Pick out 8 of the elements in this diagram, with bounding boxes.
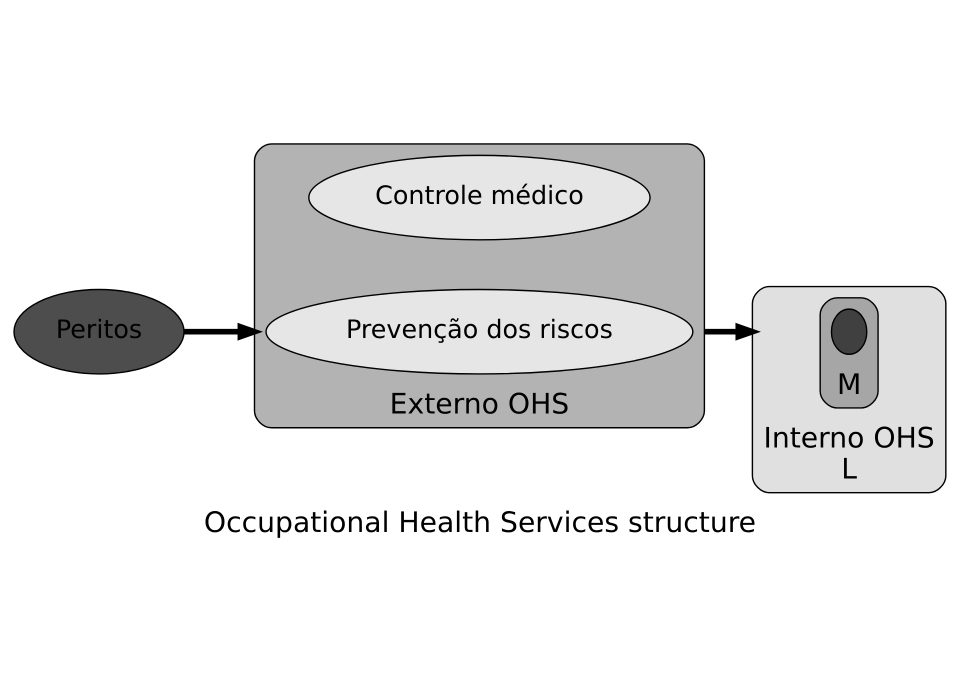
arrow [184, 322, 264, 341]
caption: Occupational Health Services structure [204, 506, 756, 540]
cluster: M [819, 297, 879, 409]
node-ellipse: Prevenção dos riscos [265, 288, 694, 375]
node-ellipse: Peritos [13, 288, 185, 375]
node-ellipse: Controle médico [308, 154, 651, 241]
arrow [704, 322, 761, 341]
node-ellipse [830, 308, 868, 356]
